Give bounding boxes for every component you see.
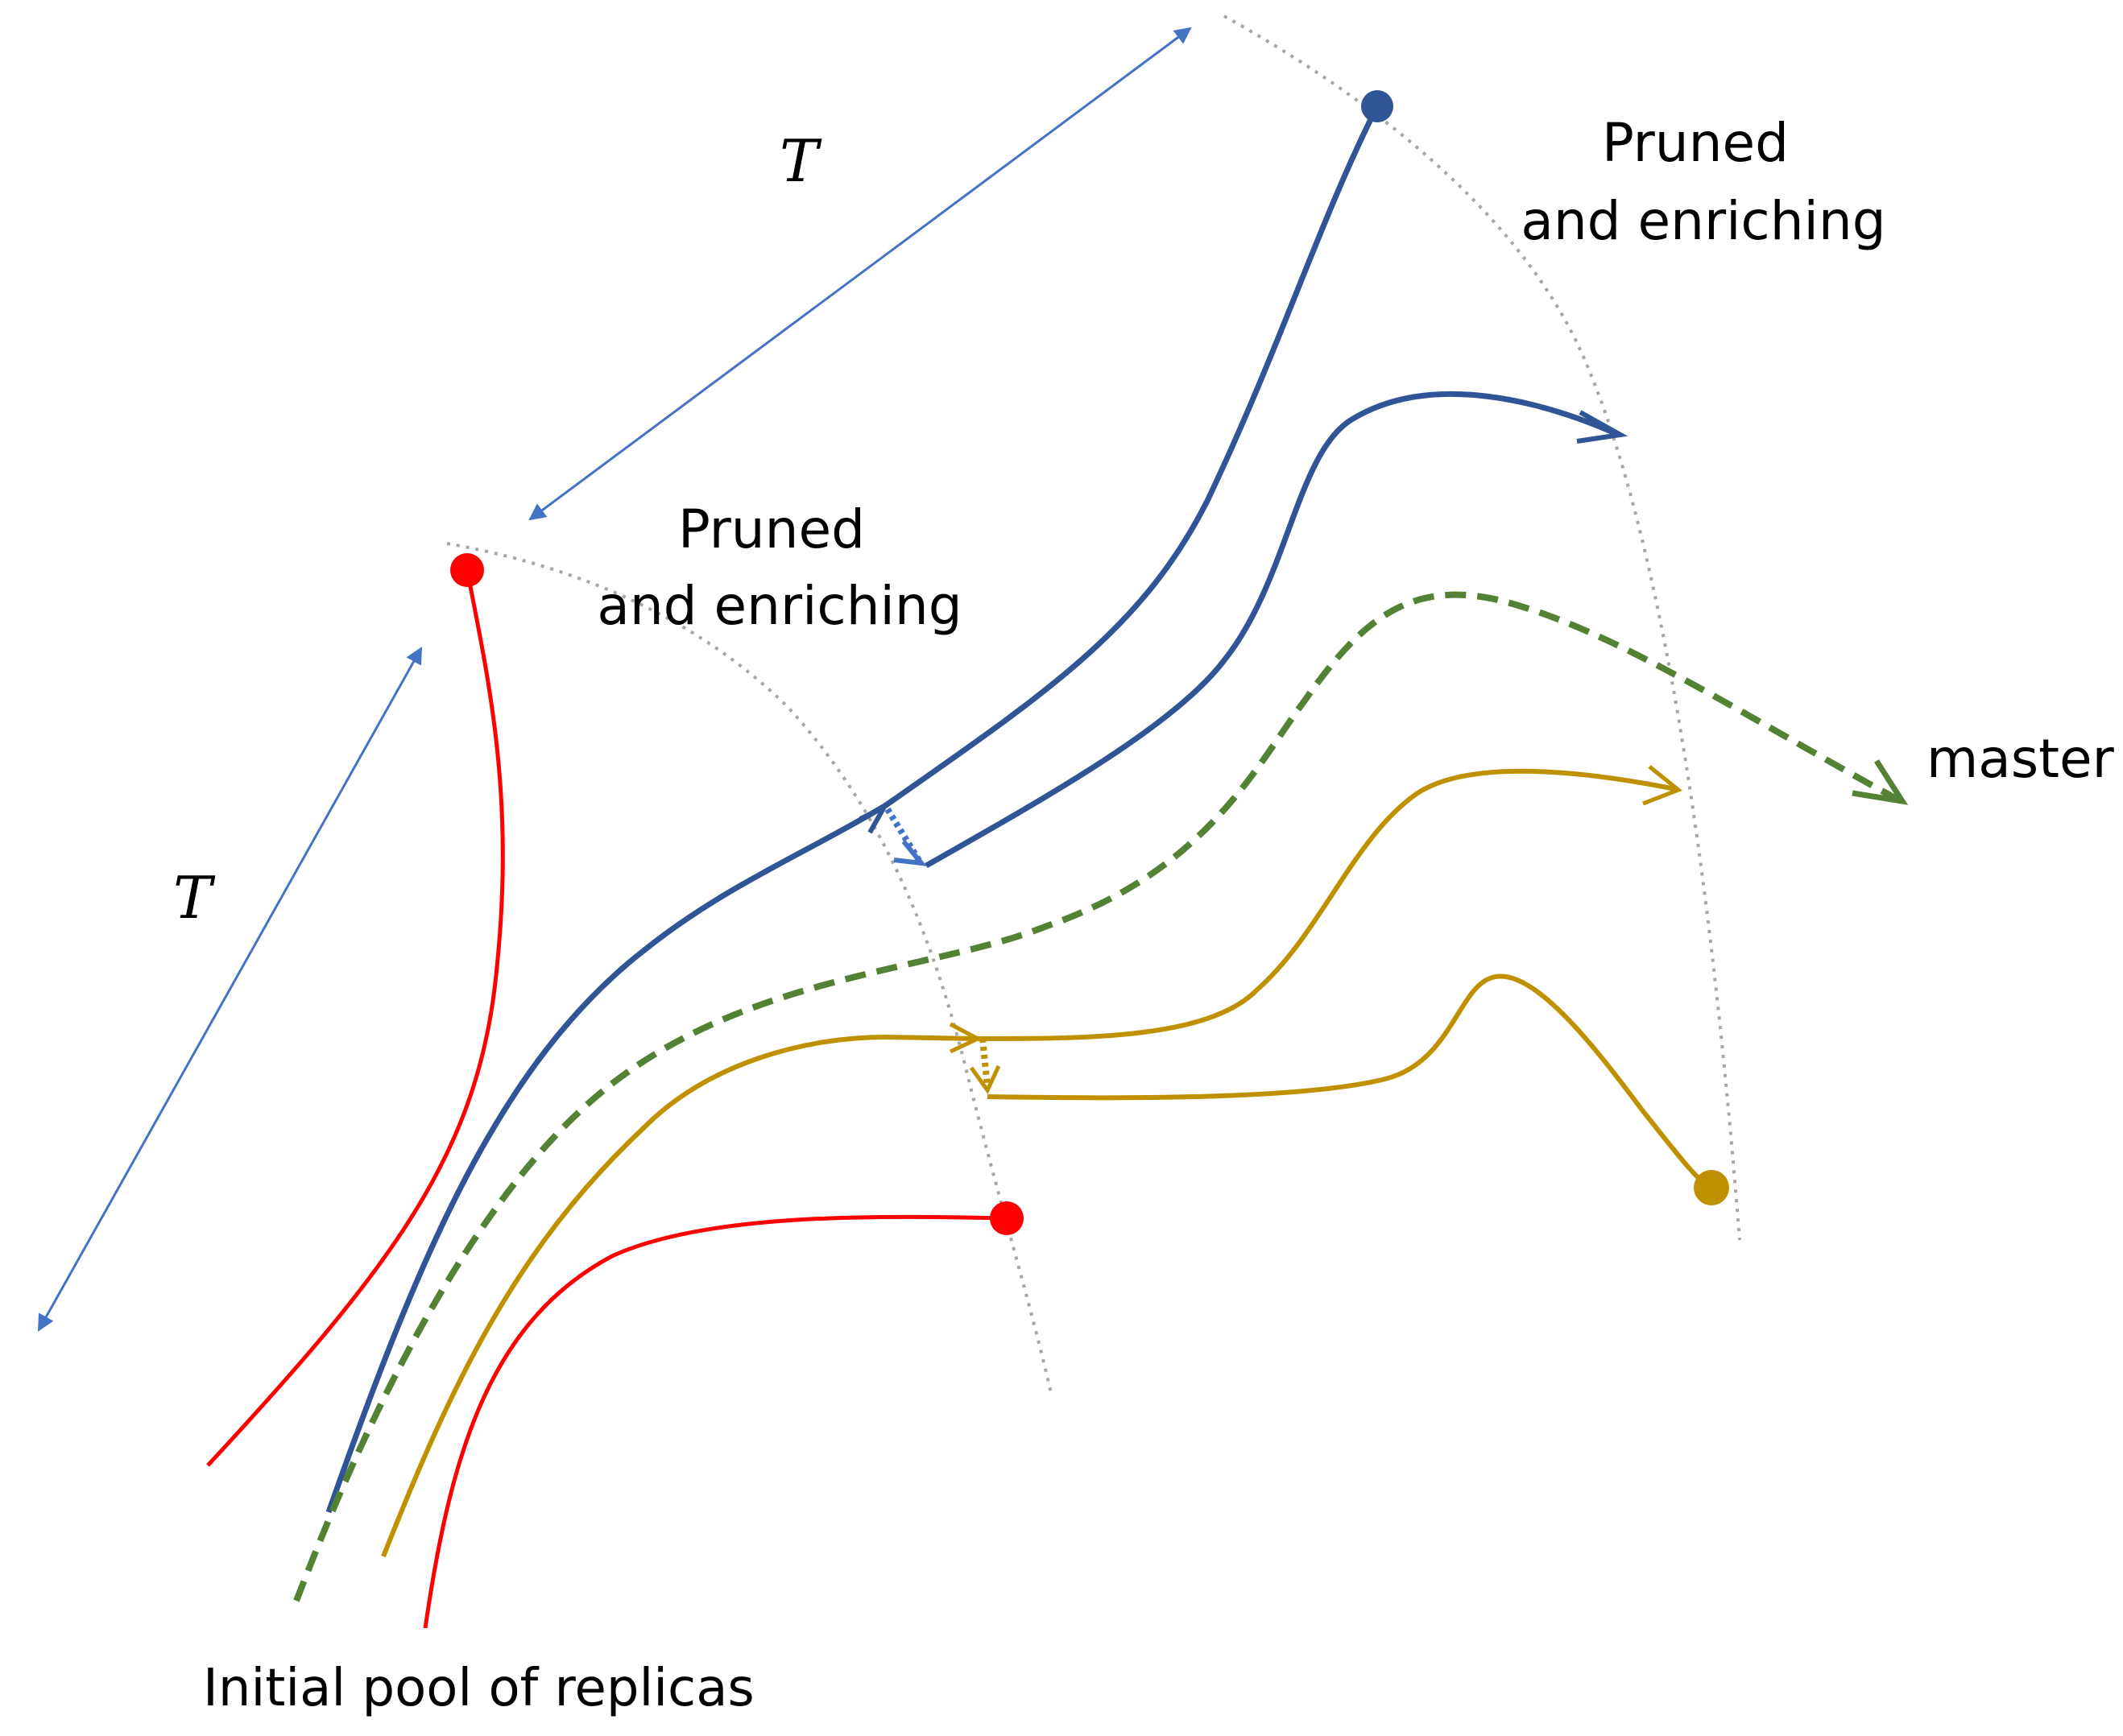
pruned-label-top-line1: Pruned — [1602, 112, 1789, 174]
gold-replica-path-main — [381, 1034, 977, 1558]
period-arrow-top — [528, 27, 1192, 521]
green-master-arrowhead — [1852, 759, 1909, 805]
master-label: master — [1926, 728, 2115, 790]
pruned-label-mid-line2: and enriching — [597, 575, 962, 637]
pruned-label-top-line2: and enriching — [1521, 190, 1885, 252]
gold-replica-path-lower — [987, 973, 1713, 1190]
gold-jump-dotted — [979, 1038, 991, 1088]
period-label-left: T — [173, 864, 216, 932]
red-replica-path-left — [206, 569, 505, 1467]
red-dot-bottom — [990, 1201, 1024, 1235]
guide-curve-middle — [446, 542, 1053, 1394]
initial-pool-label: Initial pool of replicas — [203, 1659, 755, 1718]
blue-replica-path-branch — [925, 391, 1620, 869]
blue-jump-arrowhead — [893, 840, 928, 866]
blue-dot-top — [1361, 90, 1393, 122]
gold-dot-right — [1694, 1170, 1729, 1205]
blue-arrowhead-top-right — [1576, 410, 1628, 444]
green-master-path — [293, 591, 1902, 1602]
period-arrow-left — [37, 647, 423, 1332]
gold-arrowhead-top-right — [1642, 765, 1682, 806]
blue-replica-path-main — [325, 105, 1380, 1514]
red-dot-top — [450, 553, 484, 587]
gold-jump-arrowhead — [969, 1064, 1001, 1094]
period-label-top: T — [780, 127, 822, 195]
pruned-label-mid-line1: Pruned — [678, 498, 865, 560]
guide-curve-top — [1223, 14, 1741, 1241]
blue-arrowhead-mid — [859, 800, 891, 834]
red-replica-path-bottom — [423, 1214, 1008, 1629]
gold-replica-path-upper — [975, 768, 1676, 1041]
